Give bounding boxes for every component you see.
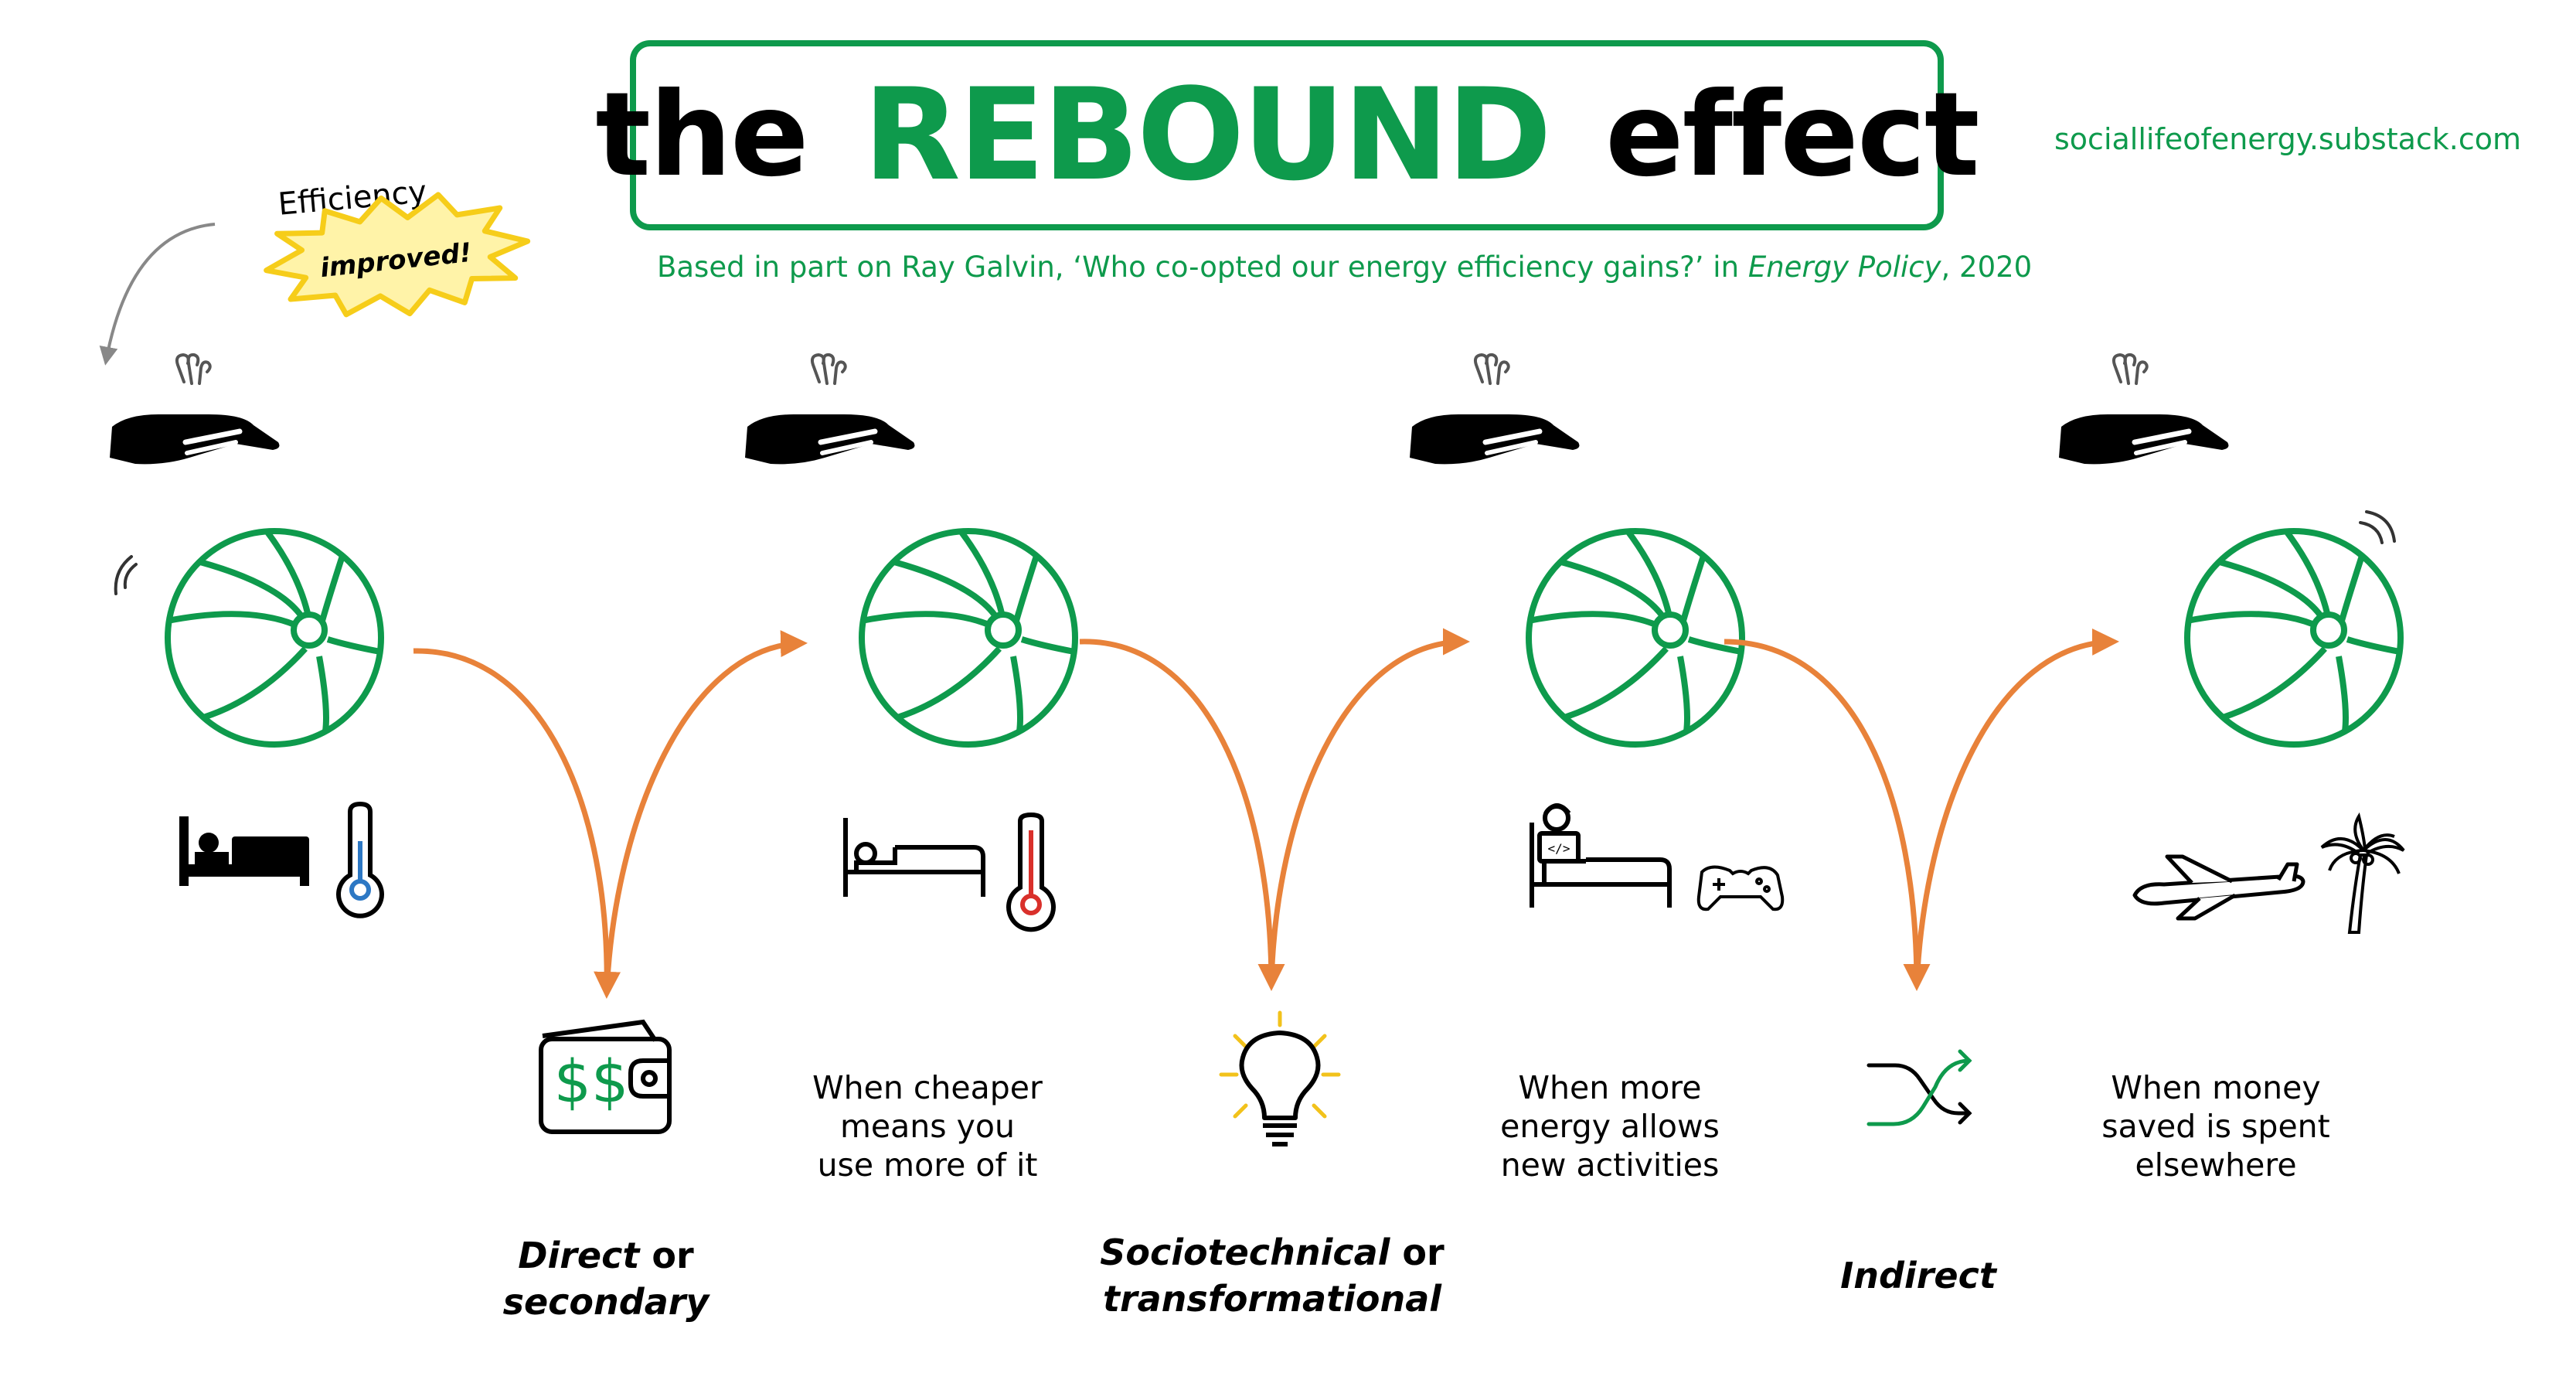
bounce-arrow-icon xyxy=(1268,628,1470,986)
wind-icon xyxy=(2112,353,2149,385)
thermometer-icon xyxy=(1006,812,1056,932)
description-direct: When cheaper means you use more of it xyxy=(765,1068,1090,1184)
wallet-icon xyxy=(539,1019,672,1134)
bounce-arrow-icon xyxy=(1724,639,1931,991)
burst-star-icon xyxy=(264,192,531,318)
palm-tree-icon xyxy=(2320,812,2405,934)
hand-icon xyxy=(2059,414,2228,464)
category-line: Sociotechnical or xyxy=(1002,1229,1543,1276)
description-line: saved is spent xyxy=(2101,1108,2330,1145)
description-sociotechnical: When more energy allows new activities xyxy=(1448,1068,1772,1184)
description-indirect: When money saved is spent elsewhere xyxy=(2054,1068,2378,1184)
category-sociotechnical: Sociotechnical or transformational xyxy=(1002,1229,1543,1322)
description-line: elsewhere xyxy=(2135,1146,2297,1184)
efficiency-pointer-arrow xyxy=(99,223,216,366)
bed-icon xyxy=(843,818,985,897)
title-word-the: the xyxy=(595,68,808,203)
category-direct: Direct or secondary xyxy=(335,1232,876,1325)
category-indirect: Indirect xyxy=(1648,1252,2189,1299)
shuffle-icon xyxy=(1866,1049,1972,1126)
category-second: transformational xyxy=(1102,1278,1442,1320)
category-connector: or xyxy=(1390,1232,1445,1273)
title-frame xyxy=(630,40,1944,230)
hand-icon xyxy=(745,414,914,464)
description-line: When cheaper xyxy=(812,1069,1043,1106)
category-line: Direct or xyxy=(335,1232,876,1279)
source-citation: Based in part on Ray Galvin, ‘Who co-opt… xyxy=(657,250,2032,284)
airplane-icon xyxy=(2132,854,2305,921)
description-line: use more of it xyxy=(817,1146,1038,1184)
title-word-rebound: REBOUND xyxy=(863,61,1552,209)
category-second: secondary xyxy=(502,1281,710,1323)
beach-ball-icon xyxy=(862,531,1075,744)
dollar-signs: $$ xyxy=(554,1047,629,1116)
bounce-arrow-icon xyxy=(1079,639,1285,991)
motion-lines-left xyxy=(114,555,138,595)
description-line: When money xyxy=(2111,1069,2321,1106)
description-line: means you xyxy=(839,1108,1015,1145)
description-line: energy allows xyxy=(1500,1108,1720,1145)
lightbulb-icon xyxy=(1219,1010,1341,1146)
bed-icon xyxy=(1530,803,1672,908)
title-word-effect: effect xyxy=(1604,68,1980,203)
bounce-arrows xyxy=(413,628,2119,999)
hand-icon xyxy=(1410,414,1579,464)
wind-icon xyxy=(810,353,847,385)
beach-ball-icon xyxy=(2187,531,2401,744)
description-line: When more xyxy=(1518,1069,1702,1106)
hand-icon xyxy=(110,414,279,464)
description-line: new activities xyxy=(1500,1146,1720,1184)
wind-icon xyxy=(1473,353,1510,385)
category-connector: or xyxy=(639,1235,694,1276)
category-name: Direct xyxy=(518,1235,640,1276)
laptop-code-glyph: </> xyxy=(1548,841,1570,856)
thermometer-icon xyxy=(336,801,384,918)
bounce-arrow-icon xyxy=(413,648,621,999)
game-controller-icon xyxy=(1696,865,1785,911)
citation-text: Based in part on Ray Galvin, ‘Who co-opt… xyxy=(657,250,1748,284)
citation-journal: Energy Policy xyxy=(1747,250,1941,284)
beach-ball-icon xyxy=(1529,531,1742,744)
citation-year: , 2020 xyxy=(1941,250,2033,284)
bounce-arrow-icon xyxy=(604,630,808,994)
bed-icon xyxy=(179,816,309,886)
website-url: sociallifeofenergy.substack.com xyxy=(2054,122,2522,156)
category-name: Sociotechnical xyxy=(1100,1232,1390,1273)
wind-icon xyxy=(175,353,212,385)
title: the REBOUND effect xyxy=(595,40,1979,230)
motion-lines-right xyxy=(2359,510,2396,544)
bounce-arrow-icon xyxy=(1914,628,2119,986)
beach-ball-icon xyxy=(168,531,381,744)
category-line: Indirect xyxy=(1648,1252,2189,1299)
category-name: Indirect xyxy=(1840,1255,1996,1296)
